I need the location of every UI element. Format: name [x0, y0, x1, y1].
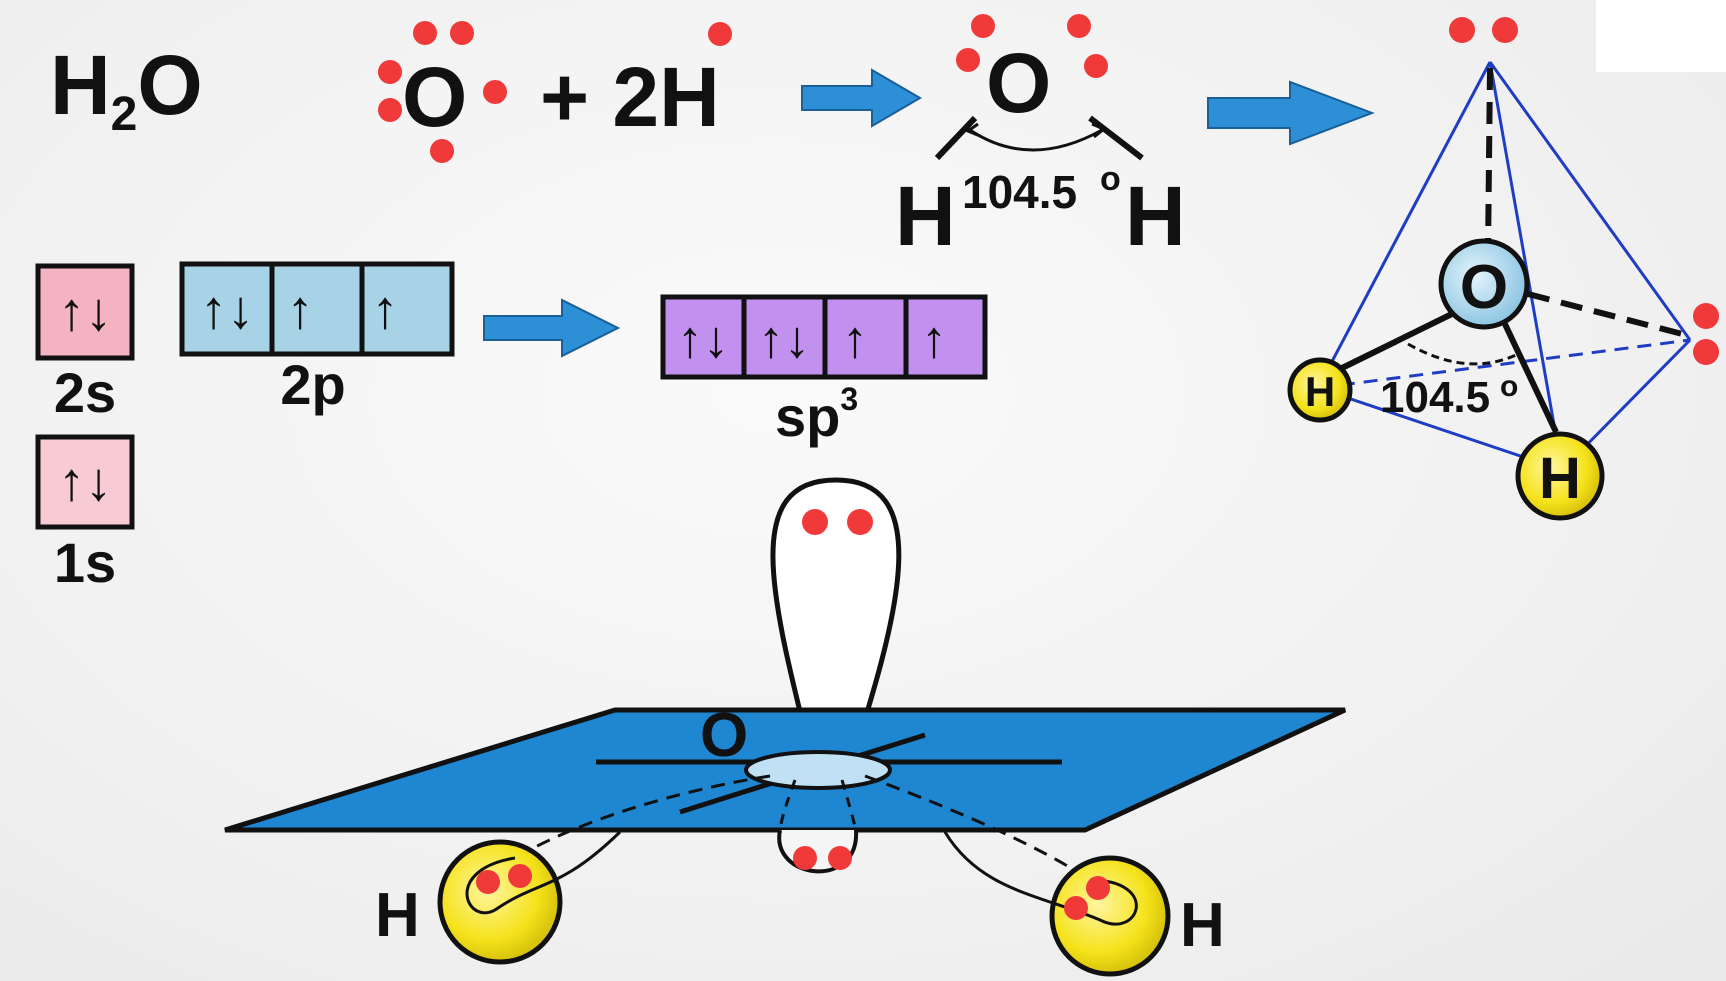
svg-text:o: o	[1100, 160, 1121, 198]
svg-text:O: O	[1460, 253, 1508, 322]
tetrahedral-model: O H H 104.5 o	[1287, 17, 1719, 521]
hydrogen-electron-dot	[708, 22, 732, 46]
svg-text:↑↓: ↑↓	[200, 280, 254, 340]
svg-text:↑↓: ↑↓	[758, 311, 810, 369]
svg-text:2p: 2p	[280, 353, 345, 416]
orbital-2p: ↑↓ ↑ ↑ 2p	[179, 261, 455, 416]
svg-text:↑: ↑	[842, 311, 868, 369]
reaction-arrow-2	[1207, 80, 1375, 146]
svg-text:H: H	[375, 881, 420, 950]
orbital-sp3: ↑↓ ↑↓ ↑ ↑ sp3	[660, 294, 988, 448]
svg-text:↑: ↑	[287, 280, 314, 340]
svg-text:1s: 1s	[54, 531, 116, 594]
svg-text:↑: ↑	[372, 280, 399, 340]
svg-text:O: O	[700, 701, 748, 770]
svg-text:o: o	[1500, 370, 1518, 403]
svg-text:H: H	[1125, 169, 1186, 263]
svg-text:↑↓: ↑↓	[677, 311, 729, 369]
sp3-label: sp3	[775, 381, 858, 448]
svg-text:2s: 2s	[54, 361, 116, 424]
planar-orbital-model: O H H	[224, 477, 1347, 977]
bent-water-molecule: O H H 104.5 o	[895, 14, 1186, 263]
corner-patch	[1596, 0, 1726, 72]
svg-text:↑↓: ↑↓	[58, 282, 112, 342]
svg-text:H: H	[1305, 368, 1335, 415]
oxygen-atom-lewis: O	[378, 21, 507, 163]
svg-text:H: H	[1180, 891, 1225, 960]
plus-2h-label: + 2H	[540, 50, 720, 144]
svg-text:O: O	[986, 36, 1051, 130]
svg-text:O: O	[402, 50, 467, 144]
hybridization-arrow	[483, 298, 621, 358]
svg-text:H: H	[1539, 446, 1581, 511]
formula-title: H2O	[50, 38, 203, 141]
svg-text:↑: ↑	[921, 311, 947, 369]
svg-text:↑↓: ↑↓	[58, 452, 112, 512]
svg-text:104.5: 104.5	[962, 166, 1077, 218]
svg-text:104.5: 104.5	[1380, 373, 1490, 422]
reaction-arrow-1	[801, 68, 922, 128]
svg-text:H: H	[895, 169, 956, 263]
orbital-2s: ↑↓ 2s	[35, 263, 135, 424]
orbital-1s: ↑↓ 1s	[35, 434, 135, 594]
